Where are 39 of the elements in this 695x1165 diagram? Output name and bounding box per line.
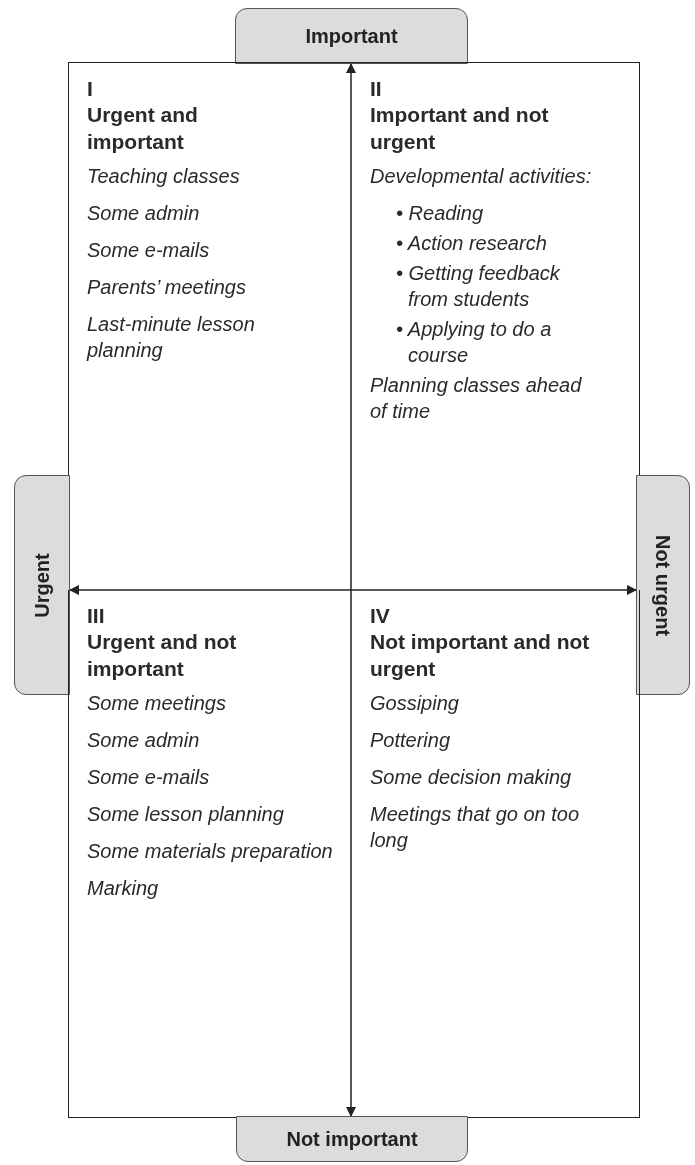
list-item: Some decision making xyxy=(370,765,573,790)
quadrant-numeral: II xyxy=(370,77,383,101)
axis-label: Urgent xyxy=(30,552,54,618)
axis-label: Not important xyxy=(286,1127,418,1151)
bullet-item: • Reading xyxy=(396,201,485,226)
axis-tab xyxy=(236,1116,468,1162)
list-item: Developmental activities: xyxy=(370,164,593,189)
quadrant-numeral: IV xyxy=(370,604,391,628)
list-item: Some lesson planning xyxy=(87,802,285,827)
list-item: Meetings that go on too long xyxy=(370,802,581,853)
list-item: Some meetings xyxy=(87,691,227,716)
quadrant-heading: Important and not urgent xyxy=(370,102,550,155)
list-item: Last-minute lesson planning xyxy=(87,312,256,363)
list-item: Some admin xyxy=(87,728,201,753)
axis-tab xyxy=(14,475,70,695)
axis-label: Important xyxy=(305,24,398,48)
list-item: Gossiping xyxy=(370,691,460,716)
axis-arrow xyxy=(68,584,638,596)
axis-label: Not urgent xyxy=(651,534,675,636)
quadrant-numeral: I xyxy=(87,77,94,101)
list-item: Some materials preparation xyxy=(87,839,334,864)
axis-arrow xyxy=(345,62,357,1118)
axis-tab xyxy=(636,475,690,695)
list-item: Some e-mails xyxy=(87,765,211,790)
quadrant-heading: Urgent and not important xyxy=(87,629,238,682)
bullet-item: • Applying to do a course xyxy=(396,317,553,368)
list-item: Teaching classes xyxy=(87,164,241,189)
quadrant-numeral: III xyxy=(87,604,106,628)
quadrant-heading: Urgent and important xyxy=(87,102,199,155)
quadrant-heading: Not important and not urgent xyxy=(370,629,591,682)
list-item: Some e-mails xyxy=(87,238,211,263)
list-item: Marking xyxy=(87,876,160,901)
bullet-item: • Action research xyxy=(396,231,548,256)
list-item: Parents’ meetings xyxy=(87,275,247,300)
list-item: Planning classes ahead of time xyxy=(370,373,583,424)
list-item: Pottering xyxy=(370,728,452,753)
axis-tab xyxy=(235,8,468,64)
list-item: Some admin xyxy=(87,201,201,226)
bullet-item: • Getting feedback from students xyxy=(396,261,562,312)
